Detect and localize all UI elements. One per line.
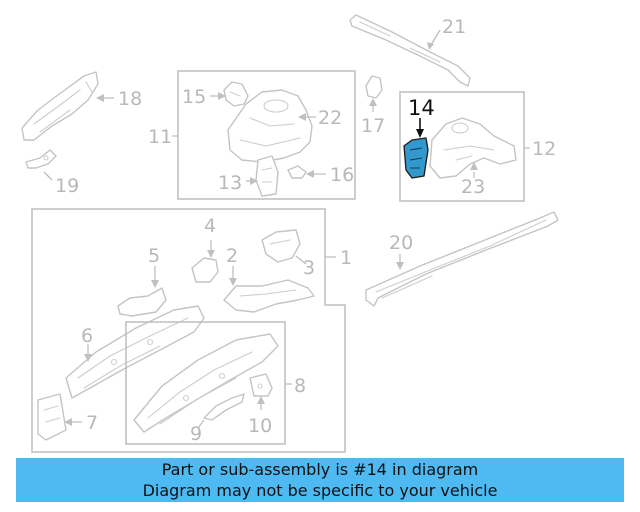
part-21-rail [349, 14, 471, 87]
callout-23: 23 [461, 176, 485, 198]
part-19-clip [25, 149, 57, 169]
callout-14: 14 [408, 96, 435, 120]
info-banner: Part or sub-assembly is #14 in diagram D… [16, 458, 624, 502]
part-14-highlighted [403, 137, 429, 179]
part-2-member [223, 279, 315, 313]
arrowhead-17 [369, 98, 377, 106]
part-23-wheelhouse [429, 117, 517, 179]
callout-3: 3 [303, 257, 315, 279]
arrowhead-2 [229, 278, 237, 286]
callout-9: 9 [190, 423, 202, 445]
group-box-8 [125, 321, 286, 445]
callout-1: 1 [340, 247, 352, 269]
group-box-11 [177, 70, 356, 200]
part-10-plate [249, 373, 273, 397]
part-20-side-sill [365, 211, 559, 307]
callout-22: 22 [318, 107, 342, 129]
arrowhead-6 [84, 354, 92, 362]
part-17-clip [365, 75, 383, 99]
arrowhead-21 [427, 42, 434, 50]
arrowhead-13 [250, 177, 258, 185]
leader-19 [43, 171, 53, 181]
callout-18: 18 [118, 88, 142, 110]
callout-16: 16 [330, 164, 354, 186]
callout-19: 19 [55, 175, 79, 197]
arrowhead-23 [470, 162, 478, 170]
group-box-1 [31, 208, 346, 453]
part-4-bracket [191, 257, 219, 283]
callout-20: 20 [389, 232, 413, 254]
callout-13: 13 [218, 172, 242, 194]
callout-10: 10 [248, 415, 272, 437]
part-15-bracket [223, 81, 249, 107]
part-22-housing [227, 89, 313, 163]
arrowhead-18 [96, 94, 104, 102]
arrowhead-5 [151, 280, 159, 288]
callout-21: 21 [442, 16, 466, 38]
callout-7: 7 [86, 412, 98, 434]
part-16-small-bracket [287, 165, 307, 179]
arrowhead-7 [64, 418, 72, 426]
callout-4: 4 [204, 215, 216, 237]
part-3-bracket [261, 229, 301, 263]
callout-12: 12 [532, 138, 556, 160]
leader-3 [295, 255, 307, 265]
part-18-side-member [21, 71, 99, 141]
part-9-bracket [203, 393, 245, 421]
callout-6: 6 [81, 325, 93, 347]
callout-15: 15 [182, 86, 206, 108]
leader-21 [430, 29, 441, 46]
banner-line-2: Diagram may not be specific to your vehi… [142, 481, 498, 500]
arrowhead-10 [257, 396, 265, 404]
part-13-brace [255, 155, 279, 197]
arrowhead-22 [298, 113, 306, 121]
callout-11: 11 [148, 126, 172, 148]
part-7-plate [37, 393, 67, 441]
part-8-assembly [133, 333, 279, 433]
callout-8: 8 [294, 375, 306, 397]
parts-diagram: 21 18 19 11 15 22 13 16 [21, 14, 559, 453]
arrowhead-15 [218, 92, 226, 100]
callout-5: 5 [148, 245, 160, 267]
arrowhead-14 [416, 129, 424, 138]
callout-17: 17 [361, 115, 385, 137]
banner-line-1: Part or sub-assembly is #14 in diagram [161, 460, 479, 479]
leader-9 [197, 419, 205, 429]
arrowhead-16 [306, 170, 314, 178]
callout-2: 2 [226, 245, 238, 267]
arrowhead-20 [396, 262, 404, 270]
arrowhead-4 [207, 250, 215, 258]
part-6-frame-rail [65, 305, 205, 399]
group-box-12 [399, 91, 525, 202]
part-5-bracket [117, 287, 167, 317]
